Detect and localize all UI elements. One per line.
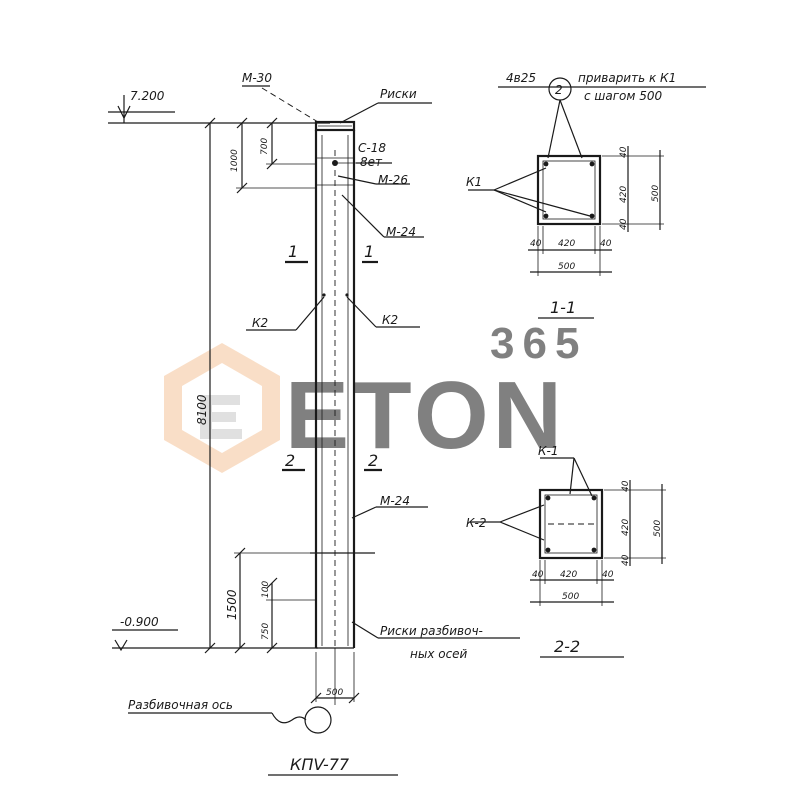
s2-title: 2-2 [554, 637, 580, 656]
s2-h420: 420 [621, 519, 631, 536]
callout-riski: Риски [339, 87, 432, 124]
dim-1500-label: 1500 [225, 589, 239, 620]
riski-label: Риски [380, 87, 417, 101]
s1-h40b: 40 [619, 218, 629, 230]
m24-lower-label: M-24 [380, 494, 410, 508]
top-note-circle: 2 [555, 83, 563, 97]
dim-700-label: 700 [260, 138, 270, 155]
callout-riski-axes: Риски разбивоч- ных осей [351, 621, 520, 661]
dimension-500-column: 500 [310, 652, 360, 704]
s2-w420: 420 [560, 570, 577, 580]
watermark-logo-icon [164, 343, 280, 473]
section-2-2: К-1 К-2 40 420 40 500 40 420 40 500 2-2 [466, 444, 666, 658]
vet-label: 8ет [360, 155, 383, 169]
dim-100-label: 100 [261, 581, 271, 598]
s2-w40l: 40 [532, 570, 544, 580]
dim-500-col-label: 500 [326, 688, 343, 698]
section2-left-label: 2 [285, 451, 295, 470]
s2-w500: 500 [562, 592, 579, 602]
dimension-100: 100 [261, 577, 316, 601]
column-mark: КПV-77 [268, 755, 398, 776]
m30-label: M-30 [242, 71, 272, 85]
dim-8100-label: 8100 [195, 394, 209, 425]
section1-right-label: 1 [364, 242, 374, 261]
c18-label: С-18 [358, 141, 386, 155]
section-1-1: К1 40 420 40 500 40 420 40 500 1-1 [466, 146, 664, 319]
callout-k2-left: К2 [246, 296, 325, 331]
s1-h420: 420 [619, 186, 629, 203]
dimension-750: 750 [261, 600, 278, 654]
top-note: 4в25 2 приварить к К1 с шагом 500 [498, 71, 706, 159]
top-note-b: приварить к К1 [578, 71, 676, 85]
riski-axes-line2: ных осей [410, 647, 468, 661]
s1-w420: 420 [558, 239, 575, 249]
m26-label: M-26 [378, 173, 408, 187]
watermark-365: 365 [490, 319, 587, 368]
s2-h40t: 40 [621, 480, 631, 492]
section1-left-label: 1 [288, 242, 298, 261]
s1-h40t: 40 [619, 146, 629, 158]
riski-axes-line1: Риски разбивоч- [380, 624, 483, 638]
callout-m24-upper: M-24 [341, 194, 424, 239]
column-mark-label: КПV-77 [290, 755, 350, 774]
s1-h500: 500 [651, 185, 661, 202]
callout-k2-right: К2 [346, 296, 420, 328]
s2-k1-label: К-1 [538, 444, 558, 458]
top-note-a: 4в25 [506, 71, 536, 85]
watermark: 365 ETON [164, 319, 587, 473]
callout-m30: M-30 [242, 71, 319, 123]
s2-h40b: 40 [621, 554, 631, 566]
s1-w500: 500 [558, 262, 575, 272]
top-note-c: с шагом 500 [584, 89, 663, 103]
dimension-8100: 8100 [195, 117, 216, 654]
section-cut-1: 1 1 [285, 242, 378, 264]
callout-layout-axis: Разбивочная ось [128, 698, 332, 734]
section2-right-label: 2 [368, 451, 378, 470]
s2-k2-label: К-2 [466, 516, 486, 530]
m24-upper-label: M-24 [386, 225, 416, 239]
callout-m24-lower: M-24 [351, 494, 428, 519]
column-body [310, 120, 375, 705]
k2-left-label: К2 [252, 316, 268, 330]
elev-bottom-label: -0.900 [120, 615, 159, 629]
dimension-1000: 1000 [230, 117, 316, 194]
dim-750-label: 750 [261, 623, 271, 640]
callout-c18: С-18 8ет [338, 141, 392, 169]
dimension-1500: 1500 [225, 547, 310, 654]
s1-k1-label: К1 [466, 175, 482, 189]
callout-m26: M-26 [337, 173, 410, 187]
s1-w40r: 40 [600, 239, 612, 249]
elev-top-label: 7.200 [130, 89, 165, 103]
k2-right-label: К2 [382, 313, 398, 327]
layout-axis-label: Разбивочная ось [128, 698, 233, 712]
s1-title: 1-1 [550, 298, 576, 317]
s2-h500: 500 [653, 520, 663, 537]
elevation-top: 7.200 [108, 89, 330, 124]
section-cut-2: 2 2 [282, 451, 382, 472]
s1-w40l: 40 [530, 239, 542, 249]
dimension-700: 700 [260, 117, 316, 170]
watermark-eton: ETON [285, 362, 566, 469]
s2-w40r: 40 [602, 570, 614, 580]
elevation-bottom: -0.900 [112, 615, 318, 652]
dim-1000-label: 1000 [230, 149, 240, 172]
